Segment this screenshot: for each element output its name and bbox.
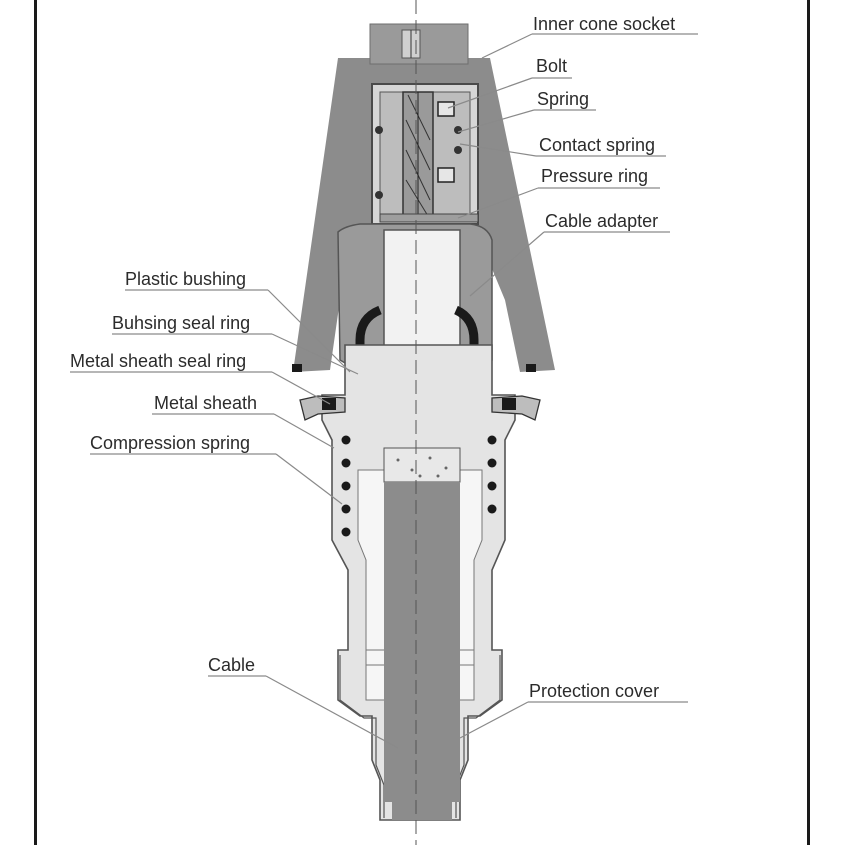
label-pressure-ring: Pressure ring [541, 166, 648, 186]
compression-spring [341, 435, 497, 537]
label-compression-spring: Compression spring [90, 433, 250, 453]
frame-right-border [807, 0, 810, 845]
label-bushing-seal-ring: Buhsing seal ring [112, 313, 250, 333]
label-metal-sheath-seal-ring: Metal sheath seal ring [70, 351, 246, 371]
label-cable: Cable [208, 655, 255, 675]
label-plastic-bushing: Plastic bushing [125, 269, 246, 289]
label-inner-cone-socket: Inner cone socket [533, 14, 675, 34]
pressure-ring [379, 213, 479, 223]
labels: Inner cone socket Bolt Spring Contact sp… [70, 14, 675, 701]
label-protection-cover: Protection cover [529, 681, 659, 701]
label-cable-adapter: Cable adapter [545, 211, 658, 231]
label-contact-spring: Contact spring [539, 135, 655, 155]
metal-sheath-seal-right [502, 398, 516, 410]
frame-left-border [34, 0, 37, 845]
label-metal-sheath: Metal sheath [154, 393, 257, 413]
cable [383, 447, 461, 820]
bolt-lower [437, 167, 455, 183]
label-spring: Spring [537, 89, 589, 109]
bolt-upper [437, 101, 455, 117]
label-bolt: Bolt [536, 56, 567, 76]
contact-chamber [371, 83, 479, 225]
leader-lines [70, 33, 698, 749]
